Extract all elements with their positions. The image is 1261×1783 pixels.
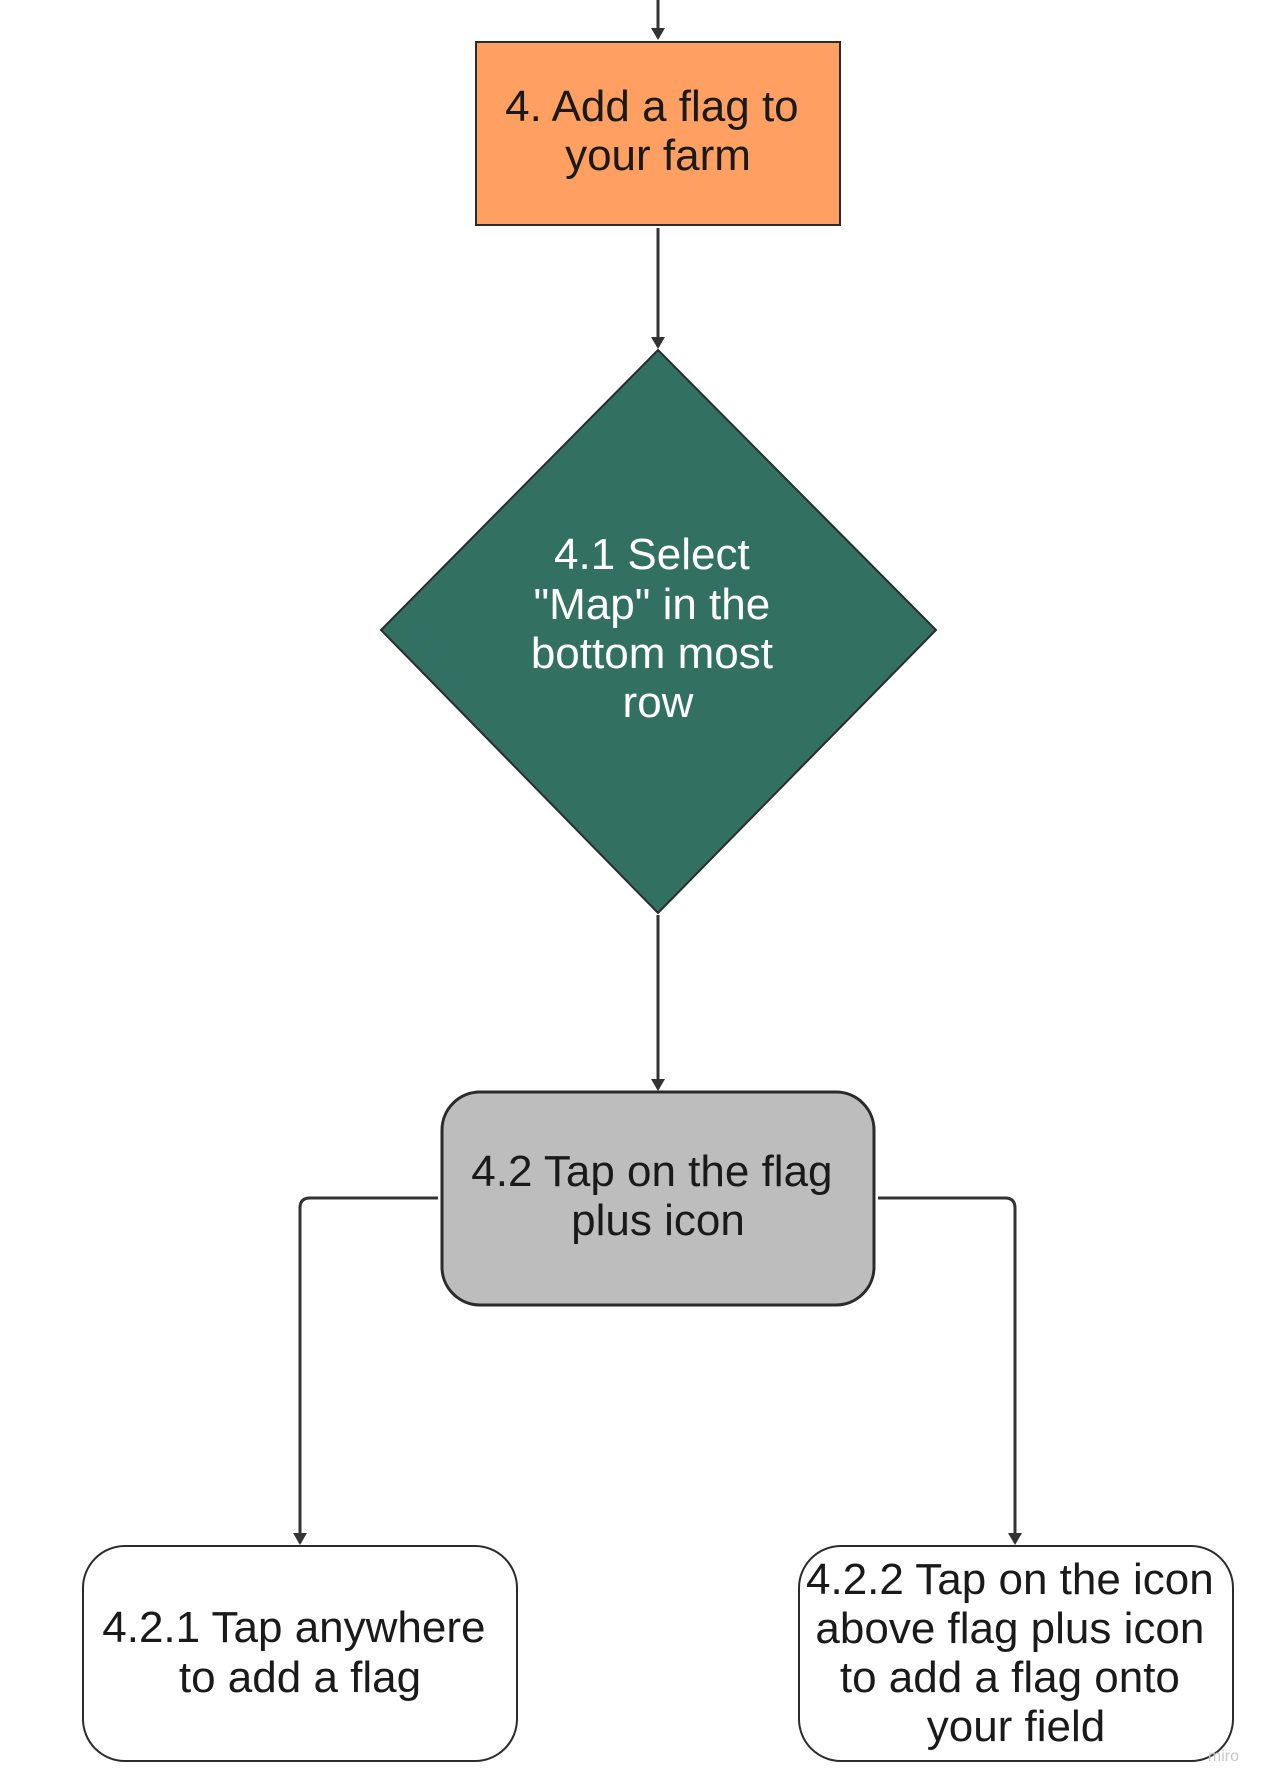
node-step-4-2-2-line-1: 4.2.2 Tap on the icon <box>806 1555 1214 1604</box>
node-step-4-2-2-line-4: your field <box>927 1702 1106 1751</box>
node-step-4-1-shape <box>379 348 938 915</box>
node-step-4-2-line-1: 4.2 Tap on the flag <box>471 1147 832 1196</box>
node-step-4-2-1[interactable]: 4.2.1 Tap anywhere to add a flag <box>82 1545 518 1762</box>
node-step-4[interactable]: 4. Add a flag to your farm <box>475 41 841 226</box>
svg-text:4.1 Select "Map" in the: 4.1 Select "Map" in the bottom most row <box>531 530 785 727</box>
node-step-4-2-2-shape <box>798 1545 1234 1762</box>
node-step-4-2-1-line-2: to add a flag <box>179 1653 421 1702</box>
node-step-4-line-2: your farm <box>565 131 751 180</box>
node-step-4-1-line-2: "Map" in the <box>534 580 771 629</box>
node-step-4-2-1-line-1: 4.2.1 Tap anywhere <box>102 1603 485 1652</box>
node-step-4-shape <box>475 41 841 226</box>
node-step-4-2-shape <box>440 1090 876 1307</box>
node-step-4-2-2[interactable]: 4.2.2 Tap on the icon above flag plus ic… <box>798 1545 1234 1762</box>
node-step-4-1-line-4: row <box>623 678 694 727</box>
svg-text:4.2.1 Tap anywhere to ad: 4.2.1 Tap anywhere to add a flag <box>102 1603 497 1702</box>
svg-text:4.2.2 Tap on the icon ab: 4.2.2 Tap on the icon above flag plus ic… <box>806 1555 1226 1751</box>
svg-text:4.2 Tap on the flag plus: 4.2 Tap on the flag plus icon <box>471 1147 845 1245</box>
node-step-4-2-line-2: plus icon <box>571 1196 745 1245</box>
node-step-4-2-2-line-3: to add a flag onto <box>840 1653 1180 1702</box>
node-step-4-2-1-shape <box>82 1545 518 1762</box>
node-step-4-1-line-3: bottom most <box>531 629 773 678</box>
svg-text:4. Add a flag to your fa: 4. Add a flag to your farm <box>505 82 811 180</box>
node-step-4-2-2-line-2: above flag plus icon <box>815 1604 1204 1653</box>
node-step-4-2[interactable]: 4.2 Tap on the flag plus icon <box>440 1090 876 1307</box>
miro-watermark: miro <box>1208 1748 1239 1765</box>
edge-step42-to-step422 <box>878 1196 1022 1545</box>
node-step-4-1[interactable]: 4.1 Select "Map" in the bottom most row <box>379 348 938 915</box>
edge-step42-to-step421 <box>293 1196 438 1545</box>
node-step-4-line-1: 4. Add a flag to <box>505 82 799 131</box>
node-step-4-1-line-1: 4.1 Select <box>554 530 750 579</box>
connectors <box>293 0 1022 1545</box>
